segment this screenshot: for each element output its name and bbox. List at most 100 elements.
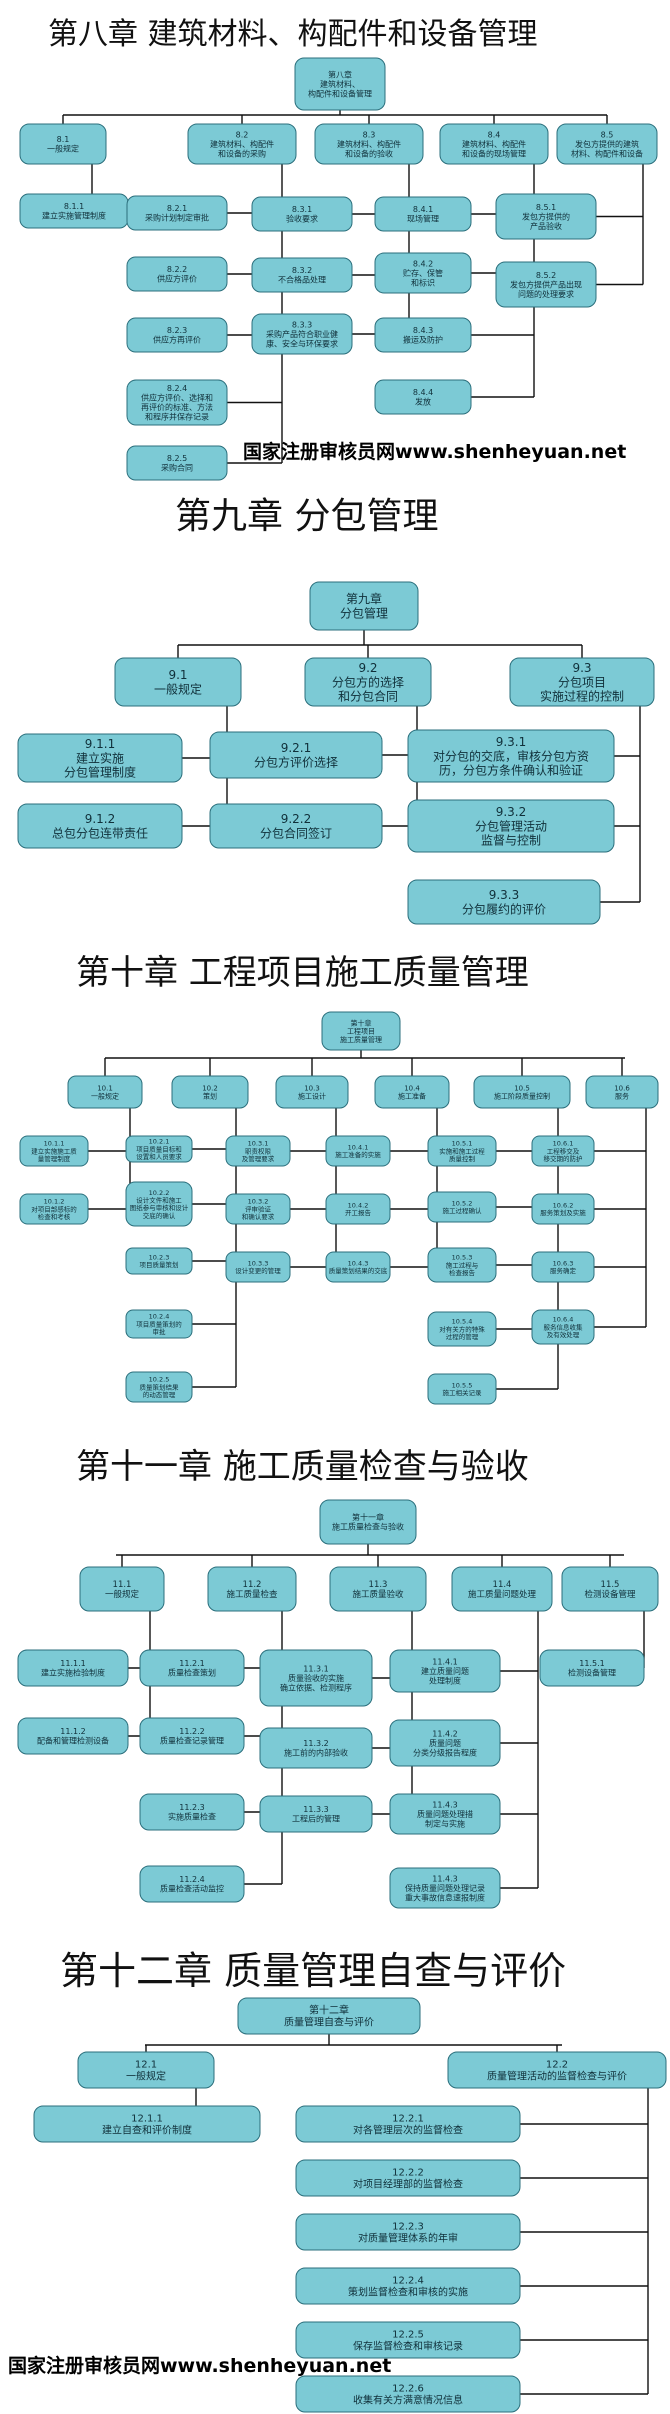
- ch11-child-2-2: [139, 1717, 245, 1755]
- ch11-branch-4: [451, 1566, 553, 1612]
- ch11-child-2-4: [139, 1865, 245, 1903]
- ch11-child-4-3: [389, 1793, 501, 1835]
- chart-boxes: [17, 57, 667, 2413]
- ch12-root: [237, 1997, 421, 2035]
- ch12-branch-2: [447, 2051, 667, 2089]
- ch8-child-5-1: [495, 193, 597, 240]
- ch11-branch-3: [329, 1566, 427, 1612]
- ch8-child-4-1: [374, 196, 472, 232]
- ch12-child-2-6: [295, 2375, 521, 2413]
- ch10-child-5-1: [427, 1135, 497, 1167]
- ch11-child-4-4: [389, 1867, 501, 1909]
- ch11-child-2-3: [139, 1793, 245, 1831]
- ch8-branch-1: [19, 123, 107, 165]
- ch8-child-2-1: [126, 195, 228, 231]
- ch8-child-3-2: [251, 257, 353, 293]
- ch10-child-5-5: [427, 1373, 497, 1405]
- ch8-branch-4: [439, 123, 549, 165]
- ch9-root-label: 第九章分包管理: [340, 591, 388, 620]
- ch10-child-4-2: [325, 1193, 391, 1225]
- ch9-child-2-2: [209, 803, 383, 849]
- ch9-root: [309, 581, 419, 631]
- ch8-branch-2: [187, 123, 297, 165]
- ch8-root: [294, 57, 386, 111]
- watermark-top: 国家注册审核员网www.shenheyuan.net: [243, 440, 626, 463]
- ch10-child-1-2: [19, 1193, 89, 1225]
- ch11-branch-5: [561, 1566, 659, 1612]
- ch8-child-3-3: [251, 313, 353, 355]
- chapter-12-title: 第十二章 质量管理自查与评价: [60, 1949, 566, 1993]
- ch10-branch-5: [473, 1075, 571, 1109]
- ch10-child-4-1: [325, 1135, 391, 1167]
- ch10-branch-3: [275, 1075, 349, 1109]
- ch12-child-2-5: [295, 2321, 521, 2359]
- ch10-child-5-3: [427, 1247, 497, 1283]
- ch9-child-3-3: [407, 879, 601, 925]
- ch8-child-5-2: [495, 261, 597, 308]
- ch11-child-4-1: [389, 1649, 501, 1693]
- ch8-child-3-1: [251, 196, 353, 232]
- ch12-child-2-1: [295, 2105, 521, 2143]
- watermark-bottom: 国家注册审核员网www.shenheyuan.net: [8, 2354, 391, 2377]
- connector-lines: [62, 110, 649, 2395]
- ch12-child-1-1: [33, 2105, 261, 2143]
- ch8-child-2-5: [126, 445, 228, 481]
- ch10-child-6-4: [531, 1309, 595, 1345]
- ch12-child-2-3: [295, 2213, 521, 2251]
- ch10-child-3-2: [225, 1193, 291, 1225]
- chapter-9-title: 第九章 分包管理: [175, 496, 438, 537]
- ch8-branch-3: [314, 123, 424, 165]
- chapter-10-title: 第十章 工程项目施工质量管理: [76, 953, 529, 993]
- ch8-child-4-2: [374, 252, 472, 294]
- ch11-root-label: 第十一章施工质量检查与验收: [332, 1512, 404, 1531]
